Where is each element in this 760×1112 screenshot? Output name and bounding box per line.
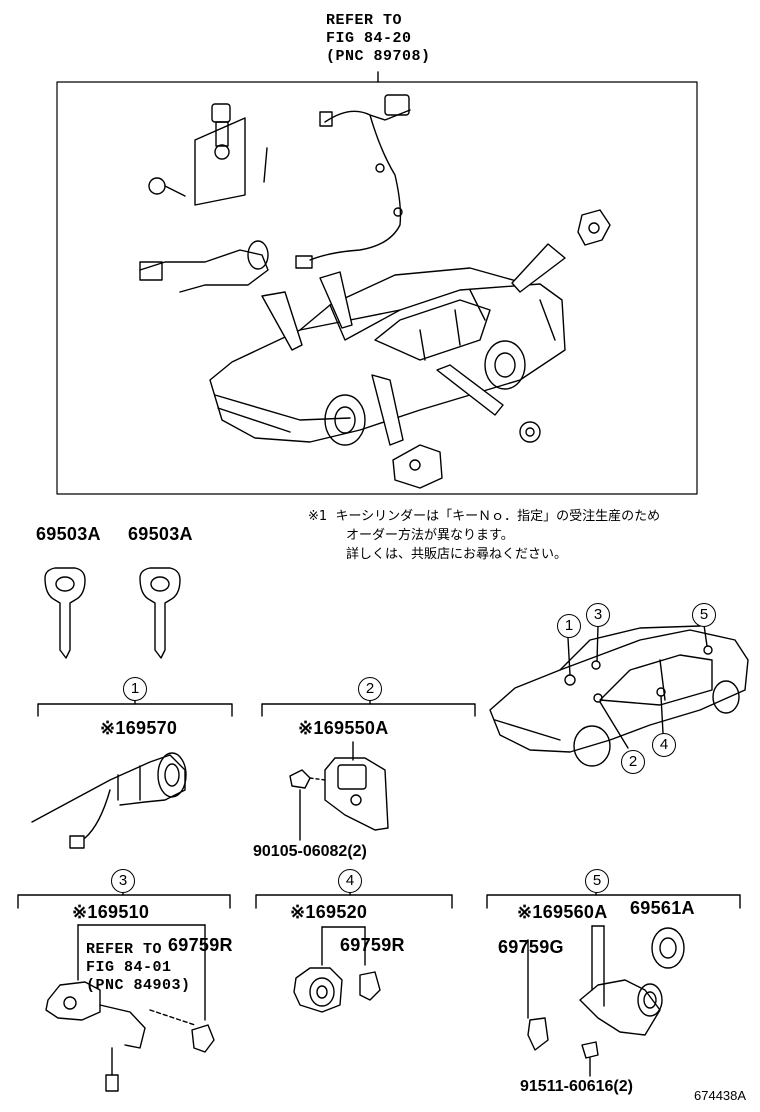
note-line1: キーシリンダーは「キーＮｏ．指定」の受注生産のため [335, 509, 661, 524]
group4-part-number: ※169520 [290, 902, 368, 922]
refer-line3: (PNC 89708) [326, 48, 431, 65]
group4-sub-part-number: 69759R [340, 935, 405, 955]
note-line3: 詳しくは、共販店にお尋ねください。 [346, 547, 568, 562]
key-illustrations [44, 567, 181, 659]
note-mark: ※1 [308, 509, 328, 524]
group5-screw-number: 91511-60616(2) [520, 1078, 633, 1095]
car-callout-4: 4 [652, 733, 676, 757]
group5-number: 5 [585, 869, 609, 893]
ignition-assembly-illustration [139, 103, 269, 293]
group3-number: 3 [111, 869, 135, 893]
group1-part-number: ※169570 [100, 718, 178, 738]
part-number-key-2: 69503A [128, 524, 193, 544]
group2-bolt-number: 90105-06082(2) [253, 843, 367, 860]
group5-sub-part-number: 69759G [498, 937, 564, 957]
refer-line2: FIG 84-20 [326, 30, 412, 47]
note-line2: オーダー方法が異なります。 [346, 528, 514, 543]
group3-refer-line3: (PNC 84903) [86, 977, 191, 994]
wire-harness-illustration [295, 94, 411, 269]
location-map-car [489, 624, 749, 767]
door-lock-illustration [392, 421, 541, 489]
group5-part-number: ※169560A [517, 902, 608, 922]
group3-artwork [17, 889, 231, 1092]
group2-number: 2 [358, 677, 382, 701]
trunk-lock-illustration [577, 209, 611, 246]
upper-car-illustration [209, 243, 566, 446]
group3-sub-part-number: 69759R [168, 935, 233, 955]
group3-refer-note: REFER TO FIG 84-01 (PNC 84903) [86, 941, 206, 995]
group4-number: 4 [338, 869, 362, 893]
car-callout-5: 5 [692, 603, 716, 627]
japanese-note: ※1 キーシリンダーは「キーＮｏ．指定」の受注生産のため オーダー方法が異なりま… [308, 507, 753, 564]
refer-line1: REFER TO [326, 12, 403, 29]
group3-part-number: ※169510 [72, 902, 150, 922]
group2-artwork [261, 699, 476, 841]
car-callout-1: 1 [557, 614, 581, 638]
group1-number: 1 [123, 677, 147, 701]
group3-refer-line1: REFER TO [86, 941, 163, 958]
top-frame [56, 71, 698, 495]
group4-artwork [255, 889, 453, 1013]
group1-artwork [31, 699, 233, 849]
group3-refer-line2: FIG 84-01 [86, 959, 172, 976]
car-callout-2: 2 [621, 750, 645, 774]
car-callout-3: 3 [586, 603, 610, 627]
refer-note-top: REFER TO FIG 84-20 (PNC 89708) [326, 12, 466, 66]
group2-part-number: ※169550A [298, 718, 389, 738]
group5-part-number-2: 69561A [630, 898, 695, 918]
part-number-key-1: 69503A [36, 524, 101, 544]
drawing-code: 674438A [694, 1088, 747, 1103]
